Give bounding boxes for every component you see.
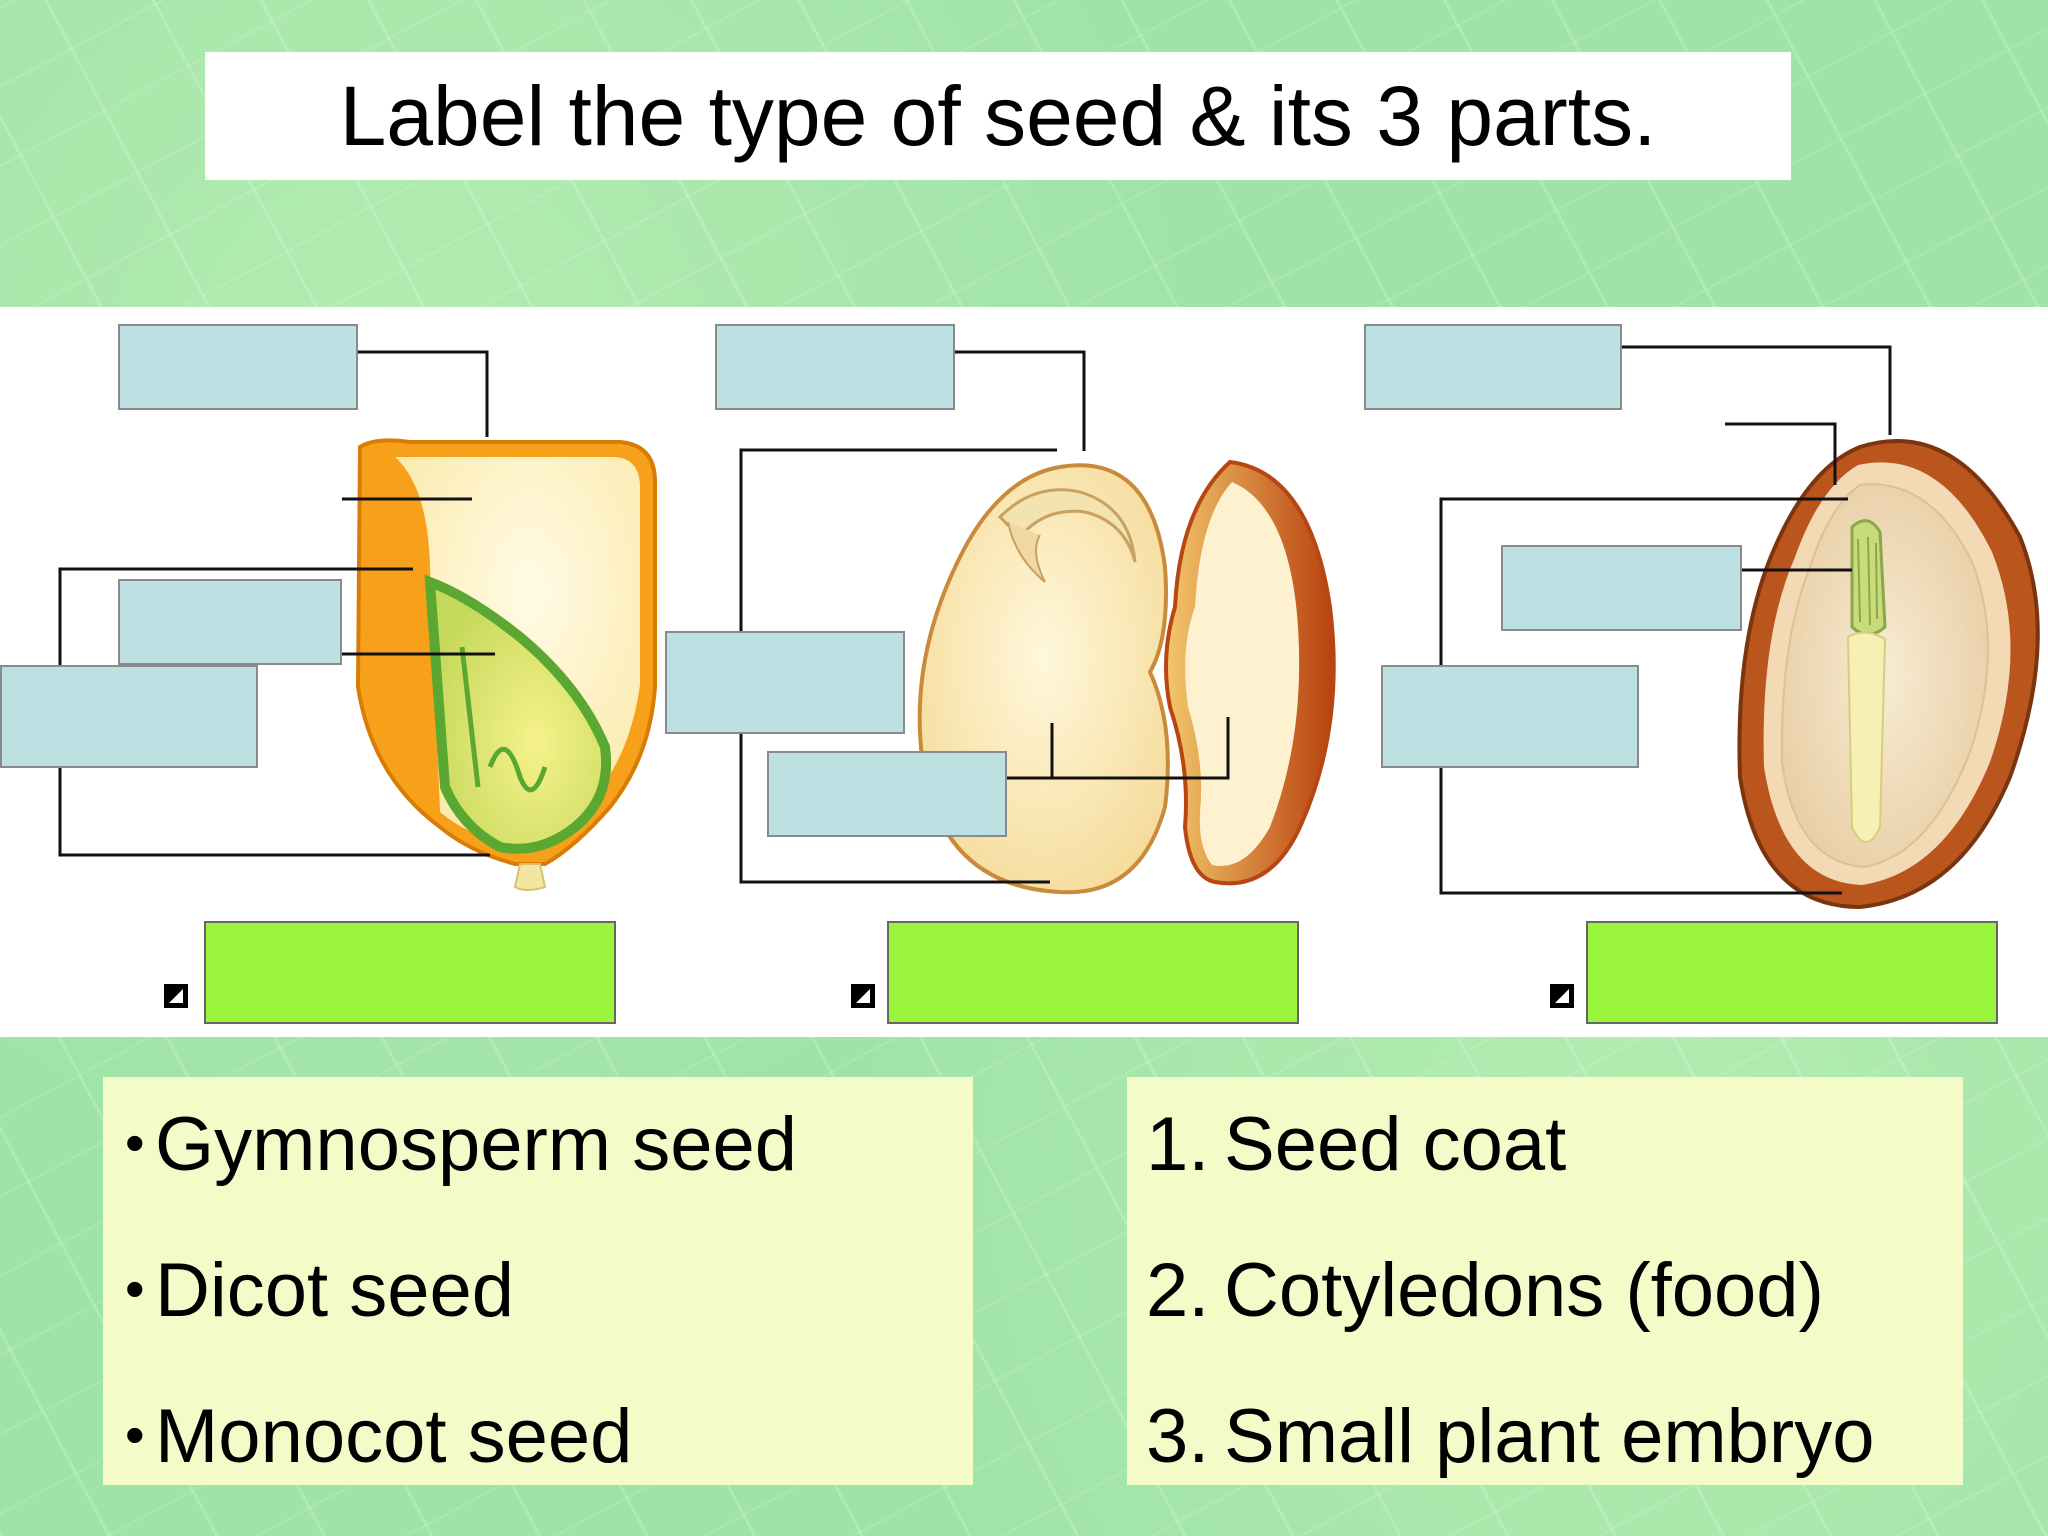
answer-box-seed-type-2[interactable]: [887, 921, 1299, 1024]
seed-part-label: Cotyledons (food): [1224, 1248, 1824, 1333]
item-number: 1.: [1146, 1102, 1210, 1187]
slide-title: Label the type of seed & its 3 parts.: [339, 68, 1657, 163]
seed-type-label: Gymnosperm seed: [155, 1102, 798, 1187]
seed-parts-list: 1. Seed coat 2. Cotyledons (food) 3. Sma…: [1127, 1077, 1963, 1485]
answer-toggle-icon[interactable]: [1549, 983, 1575, 1009]
label-box-gymnosperm-lower[interactable]: [1381, 665, 1639, 768]
list-item: 2. Cotyledons (food): [1146, 1241, 1963, 1387]
answer-box-seed-type-3[interactable]: [1586, 921, 1998, 1024]
item-number: 2.: [1146, 1248, 1210, 1333]
bullet: •: [125, 1111, 145, 1174]
seed-illustrations: [58, 345, 2040, 910]
label-box-bean-middle[interactable]: [665, 631, 905, 734]
item-number: 3.: [1146, 1394, 1210, 1479]
label-box-bean-lower[interactable]: [767, 751, 1007, 837]
list-item: • Dicot seed: [125, 1241, 973, 1387]
seed-type-label: Dicot seed: [155, 1248, 515, 1333]
answer-toggle-icon[interactable]: [850, 983, 876, 1009]
seed-part-label: Seed coat: [1224, 1102, 1567, 1187]
answer-box-seed-type-1[interactable]: [204, 921, 616, 1024]
label-box-corn-lower[interactable]: [0, 665, 258, 768]
leader-lines: [58, 345, 1892, 895]
seed-types-list: • Gymnosperm seed • Dicot seed • Monocot…: [103, 1077, 973, 1485]
seed-type-label: Monocot seed: [155, 1394, 633, 1479]
label-box-bean-top[interactable]: [715, 324, 955, 410]
answer-toggle-icon[interactable]: [163, 983, 189, 1009]
label-box-gymnosperm-top[interactable]: [1364, 324, 1622, 410]
seed-diagram-panel: [0, 307, 2048, 1037]
label-box-corn-middle[interactable]: [118, 579, 342, 665]
list-item: 3. Small plant embryo: [1146, 1387, 1963, 1533]
seed-part-label: Small plant embryo: [1224, 1394, 1875, 1479]
bullet: •: [125, 1257, 145, 1320]
list-item: • Monocot seed: [125, 1387, 973, 1533]
list-item: 1. Seed coat: [1146, 1095, 1963, 1241]
gymnosperm-seed-illustration: [1737, 439, 2040, 910]
label-box-corn-top[interactable]: [118, 324, 358, 410]
label-box-gymnosperm-middle[interactable]: [1501, 545, 1742, 631]
list-item: • Gymnosperm seed: [125, 1095, 973, 1241]
title-box: Label the type of seed & its 3 parts.: [205, 52, 1791, 180]
corn-seed-illustration: [355, 438, 657, 891]
bullet: •: [125, 1403, 145, 1466]
